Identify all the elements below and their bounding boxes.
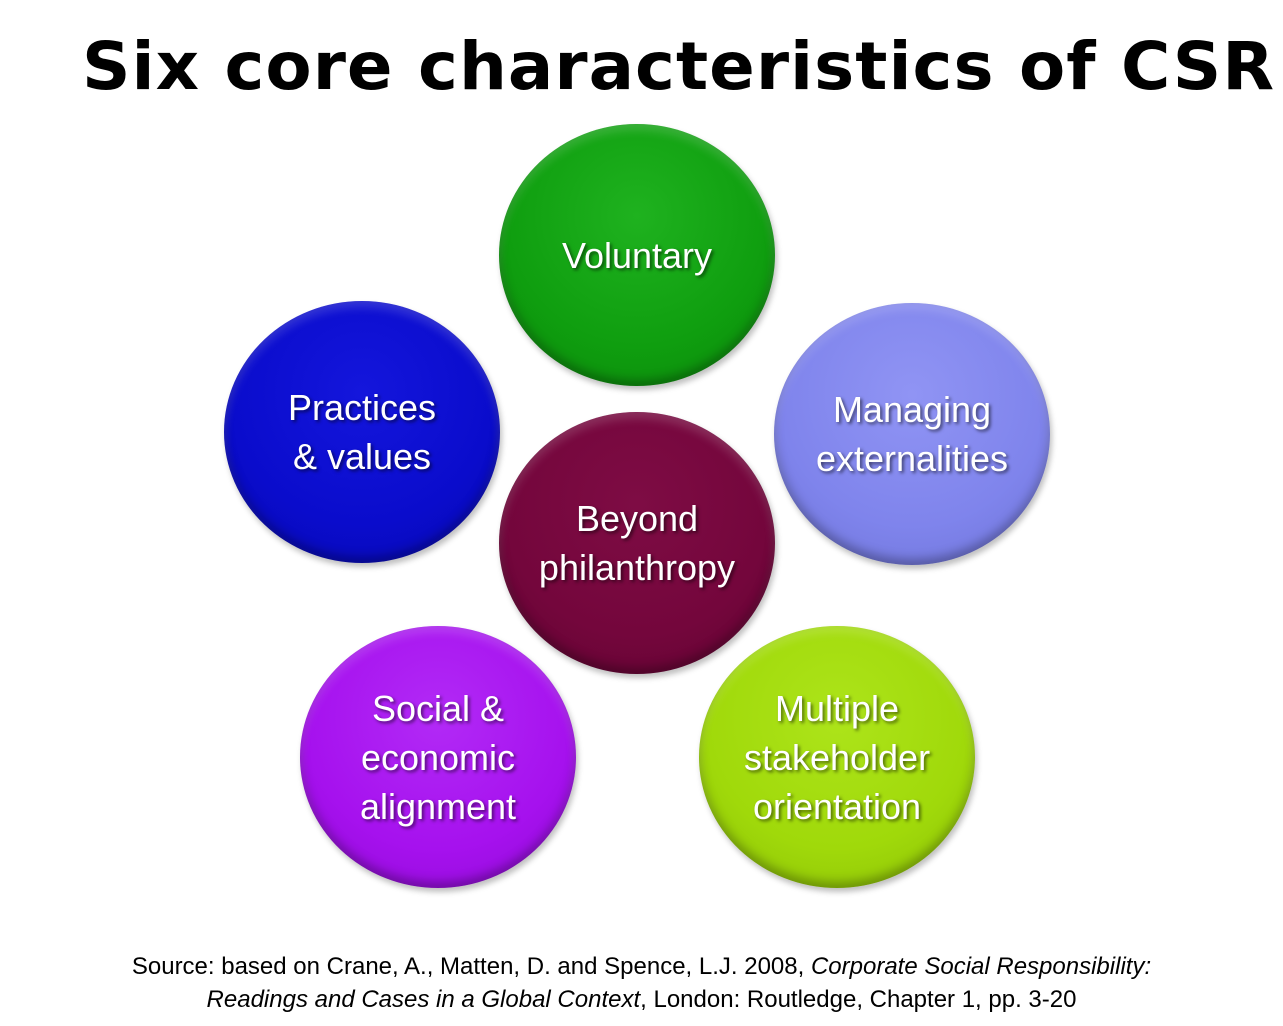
source-book-subtitle: Readings and Cases in a Global Context: [206, 986, 641, 1013]
circle-managing-externalities: Managing externalities: [774, 303, 1050, 565]
circle-practices-values: Practices & values: [224, 301, 500, 563]
source-citation: Source: based on Crane, A., Matten, D. a…: [0, 950, 1283, 1016]
slide-title: Six core characteristics of CSR: [82, 28, 1276, 105]
source-suffix: , London: Routledge, Chapter 1, pp. 3-20: [640, 986, 1077, 1013]
circle-social-economic-alignment: Social & economic alignment: [300, 626, 576, 888]
circle-label: Multiple stakeholder orientation: [743, 687, 931, 827]
source-prefix: Source: based on Crane, A., Matten, D. a…: [131, 953, 811, 980]
circle-label: Managing externalities: [815, 389, 1009, 479]
circle-beyond-philanthropy: Beyond philanthropy: [499, 412, 775, 674]
circle-label: Voluntary: [561, 234, 713, 276]
source-line-1: Source: based on Crane, A., Matten, D. a…: [0, 950, 1283, 983]
source-line-2: Readings and Cases in a Global Context, …: [0, 983, 1283, 1016]
circle-label: Beyond philanthropy: [538, 498, 736, 588]
circle-voluntary: Voluntary: [499, 124, 775, 386]
circle-label: Social & economic alignment: [359, 687, 517, 827]
source-book-title: Corporate Social Responsibility:: [810, 953, 1152, 980]
circle-label: Practices & values: [287, 387, 437, 477]
circle-multiple-stakeholder-orientation: Multiple stakeholder orientation: [699, 626, 975, 888]
